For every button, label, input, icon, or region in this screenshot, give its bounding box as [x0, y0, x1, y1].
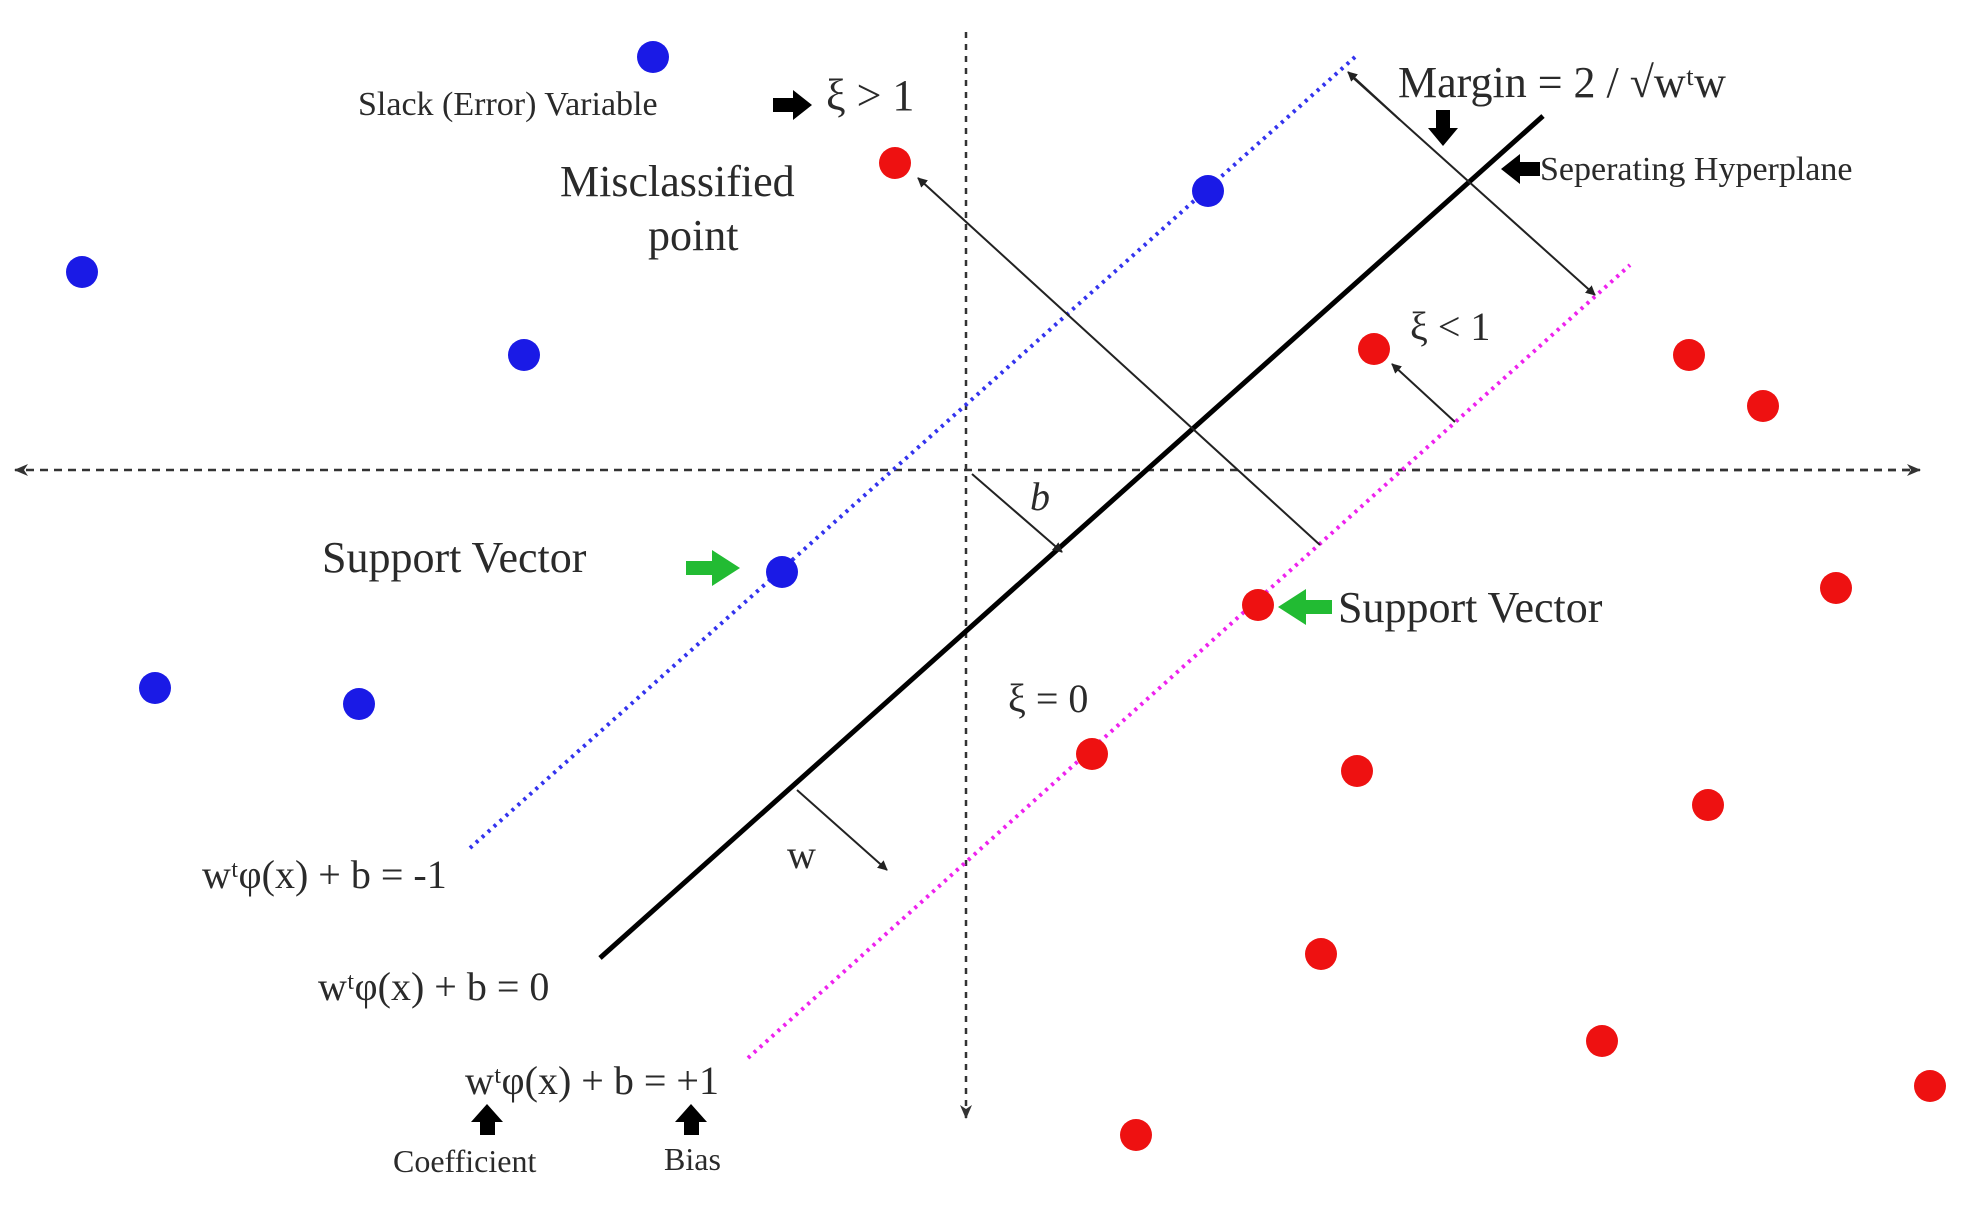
- coefficient-label: Coefficient: [393, 1143, 536, 1179]
- point-negative: [139, 672, 171, 704]
- point-positive: [1673, 339, 1705, 371]
- misclassified-label-line2: point: [648, 211, 738, 260]
- b-offset-label: b: [1030, 474, 1050, 519]
- margin-line-negative: [468, 55, 1357, 850]
- arrow-left-icon: [1278, 589, 1332, 625]
- separating-hyperplane-label: Seperating Hyperplane: [1540, 151, 1853, 188]
- point-negative: [1192, 175, 1224, 207]
- support-vector-right-label: Support Vector: [1338, 583, 1603, 632]
- xi-eq-0-label: ξ = 0: [1008, 676, 1088, 721]
- point-positive: [1914, 1070, 1946, 1102]
- xi-gt-1-label: ξ > 1: [826, 71, 914, 120]
- bias-label: Bias: [664, 1141, 721, 1177]
- point-positive: [1747, 390, 1779, 422]
- xi-lt-1-arrow: [1391, 363, 1456, 423]
- point-positive: [1076, 738, 1108, 770]
- b-offset-arrow: [971, 473, 1063, 553]
- support-vector-negative: [766, 556, 798, 588]
- equation-negative-margin: wᵗφ(x) + b = -1: [202, 852, 447, 897]
- point-negative: [637, 41, 669, 73]
- support-vector-left-label: Support Vector: [322, 533, 587, 582]
- separating-hyperplane-line: [598, 114, 1545, 960]
- misclassified-distance-line: [917, 177, 1321, 546]
- misclassified-point: [879, 147, 911, 179]
- arrow-right-icon: [773, 90, 812, 120]
- margin-line-positive: [746, 263, 1632, 1060]
- arrow-up-icon: [471, 1104, 503, 1135]
- equation-hyperplane: wᵗφ(x) + b = 0: [318, 964, 549, 1009]
- equation-positive-margin: wᵗφ(x) + b = +1: [465, 1058, 719, 1103]
- arrow-down-icon: [1428, 110, 1458, 146]
- arrow-left-icon: [1501, 154, 1540, 184]
- w-normal-arrow: [796, 789, 888, 871]
- w-vector-label: w: [787, 832, 816, 877]
- point-positive: [1305, 938, 1337, 970]
- point-positive: [1120, 1119, 1152, 1151]
- margin-width-arrow-back: [1347, 71, 1401, 121]
- point-positive: [1358, 333, 1390, 365]
- arrow-right-icon: [686, 550, 740, 586]
- point-positive: [1692, 789, 1724, 821]
- arrow-up-icon: [675, 1104, 707, 1135]
- point-positive: [1586, 1025, 1618, 1057]
- point-negative: [66, 256, 98, 288]
- point-negative: [508, 339, 540, 371]
- point-positive: [1341, 755, 1373, 787]
- misclassified-label-line1: Misclassified: [560, 157, 795, 206]
- point-positive: [1820, 572, 1852, 604]
- margin-label: Margin = 2 / √wᵗw: [1398, 58, 1726, 107]
- slack-variable-label: Slack (Error) Variable: [358, 86, 658, 123]
- point-negative: [343, 688, 375, 720]
- xi-lt-1-label: ξ < 1: [1410, 304, 1490, 349]
- support-vector-positive: [1242, 589, 1274, 621]
